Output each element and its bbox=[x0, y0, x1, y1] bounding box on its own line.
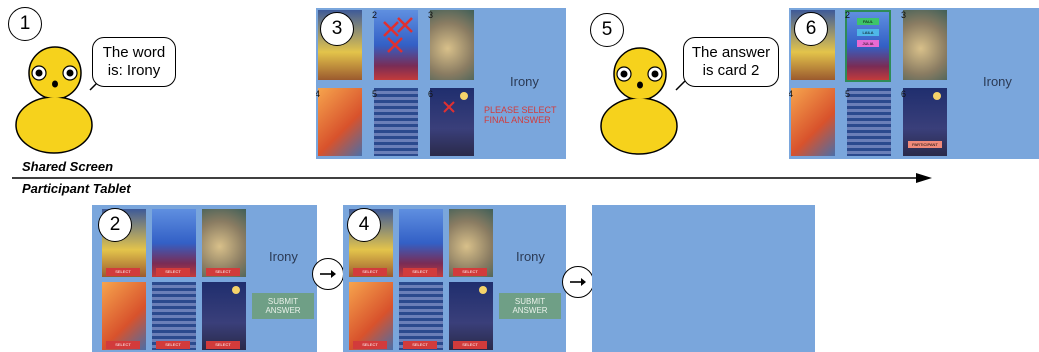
bubble-line-2: is: Irony bbox=[107, 62, 161, 79]
moon-icon bbox=[479, 286, 487, 294]
submit-line-1: SUBMIT bbox=[267, 297, 299, 306]
card-number-5: 5 bbox=[845, 89, 851, 99]
select-button-4[interactable]: SELECT bbox=[353, 341, 387, 349]
card-6: PARTICIPANT bbox=[903, 88, 947, 156]
card-6 bbox=[202, 282, 246, 350]
arrow-right-icon bbox=[570, 278, 586, 286]
next-arrow-circle bbox=[562, 266, 594, 298]
step-number-4: 4 bbox=[347, 208, 381, 242]
card-2 bbox=[152, 209, 196, 277]
select-button-3[interactable]: SELECT bbox=[206, 268, 240, 276]
target-word: Irony bbox=[510, 74, 539, 89]
card-3 bbox=[430, 10, 474, 80]
card-6 bbox=[449, 282, 493, 350]
card-3 bbox=[449, 209, 493, 277]
select-button-6[interactable]: SELECT bbox=[453, 341, 487, 349]
timeline-arrow bbox=[12, 173, 932, 183]
robot-icon bbox=[15, 46, 93, 154]
participant-tag: PARTICIPANT bbox=[908, 141, 942, 148]
bubble-line-1: The answer bbox=[691, 44, 771, 61]
card-2 bbox=[399, 209, 443, 277]
card-number-6: 6 bbox=[901, 89, 907, 99]
vote-tag-julia: JULIA bbox=[857, 40, 879, 47]
step-number-3: 3 bbox=[320, 12, 354, 46]
card-2-selected: PAUL LAILA JULIA bbox=[845, 10, 891, 82]
moon-icon bbox=[933, 92, 941, 100]
card-4 bbox=[791, 88, 835, 156]
select-button-6[interactable]: SELECT bbox=[206, 341, 240, 349]
step-number-5: 5 bbox=[590, 13, 624, 47]
arrow-right-icon bbox=[320, 270, 336, 278]
select-button-5[interactable]: SELECT bbox=[403, 341, 437, 349]
cross-mark-icon bbox=[383, 17, 413, 53]
submit-line-2: ANSWER bbox=[265, 306, 301, 315]
card-5 bbox=[152, 282, 196, 350]
card-4 bbox=[349, 282, 393, 350]
card-6 bbox=[430, 88, 474, 156]
tablet-panel-blank bbox=[592, 205, 815, 352]
vote-tag-paul: PAUL bbox=[857, 18, 879, 25]
step-number-1: 1 bbox=[8, 7, 42, 41]
bubble-line-2: is card 2 bbox=[702, 62, 760, 79]
vote-tag-laila: LAILA bbox=[857, 29, 879, 36]
card-number-4: 4 bbox=[316, 89, 321, 99]
shared-screen-panel-step6: PAUL LAILA JULIA 2 3 4 5 PARTICIPANT 6 I… bbox=[789, 8, 1039, 159]
card-5 bbox=[399, 282, 443, 350]
select-button-4[interactable]: SELECT bbox=[106, 341, 140, 349]
shared-screen-panel-step3: 2 3 4 5 6 Irony PLEASE SELECT FINAL ANSW… bbox=[316, 8, 566, 159]
card-3 bbox=[903, 10, 947, 80]
moon-icon bbox=[232, 286, 240, 294]
participant-tablet-label: Participant Tablet bbox=[22, 181, 131, 196]
card-number-5: 5 bbox=[372, 89, 378, 99]
card-number-3: 3 bbox=[428, 10, 434, 20]
select-button-3[interactable]: SELECT bbox=[453, 268, 487, 276]
card-number-4: 4 bbox=[789, 89, 794, 99]
step-number-6: 6 bbox=[794, 12, 828, 46]
step-number-2: 2 bbox=[98, 208, 132, 242]
target-word: Irony bbox=[983, 74, 1012, 89]
please-select-line-1: PLEASE SELECT bbox=[484, 105, 557, 115]
card-5 bbox=[847, 88, 891, 156]
card-number-6: 6 bbox=[428, 89, 434, 99]
please-select-message: PLEASE SELECT FINAL ANSWER bbox=[484, 105, 557, 125]
submit-line-2: ANSWER bbox=[512, 306, 548, 315]
card-number-2: 2 bbox=[845, 10, 851, 20]
next-arrow-circle bbox=[312, 258, 344, 290]
card-5 bbox=[374, 88, 418, 156]
card-2 bbox=[374, 10, 418, 80]
please-select-line-2: FINAL ANSWER bbox=[484, 115, 551, 125]
card-4 bbox=[318, 88, 362, 156]
select-button-2[interactable]: SELECT bbox=[403, 268, 437, 276]
select-button-1[interactable]: SELECT bbox=[353, 268, 387, 276]
card-4 bbox=[102, 282, 146, 350]
bubble-line-1: The word bbox=[102, 44, 166, 61]
card-number-2: 2 bbox=[372, 10, 378, 20]
robot-icon bbox=[600, 47, 678, 155]
select-button-2[interactable]: SELECT bbox=[156, 268, 190, 276]
select-button-5[interactable]: SELECT bbox=[156, 341, 190, 349]
cross-mark-icon bbox=[443, 92, 468, 113]
card-number-3: 3 bbox=[901, 10, 907, 20]
select-button-1[interactable]: SELECT bbox=[106, 268, 140, 276]
submit-line-1: SUBMIT bbox=[514, 297, 546, 306]
target-word: Irony bbox=[269, 249, 298, 264]
target-word: Irony bbox=[516, 249, 545, 264]
shared-screen-label: Shared Screen bbox=[22, 159, 114, 174]
card-3 bbox=[202, 209, 246, 277]
